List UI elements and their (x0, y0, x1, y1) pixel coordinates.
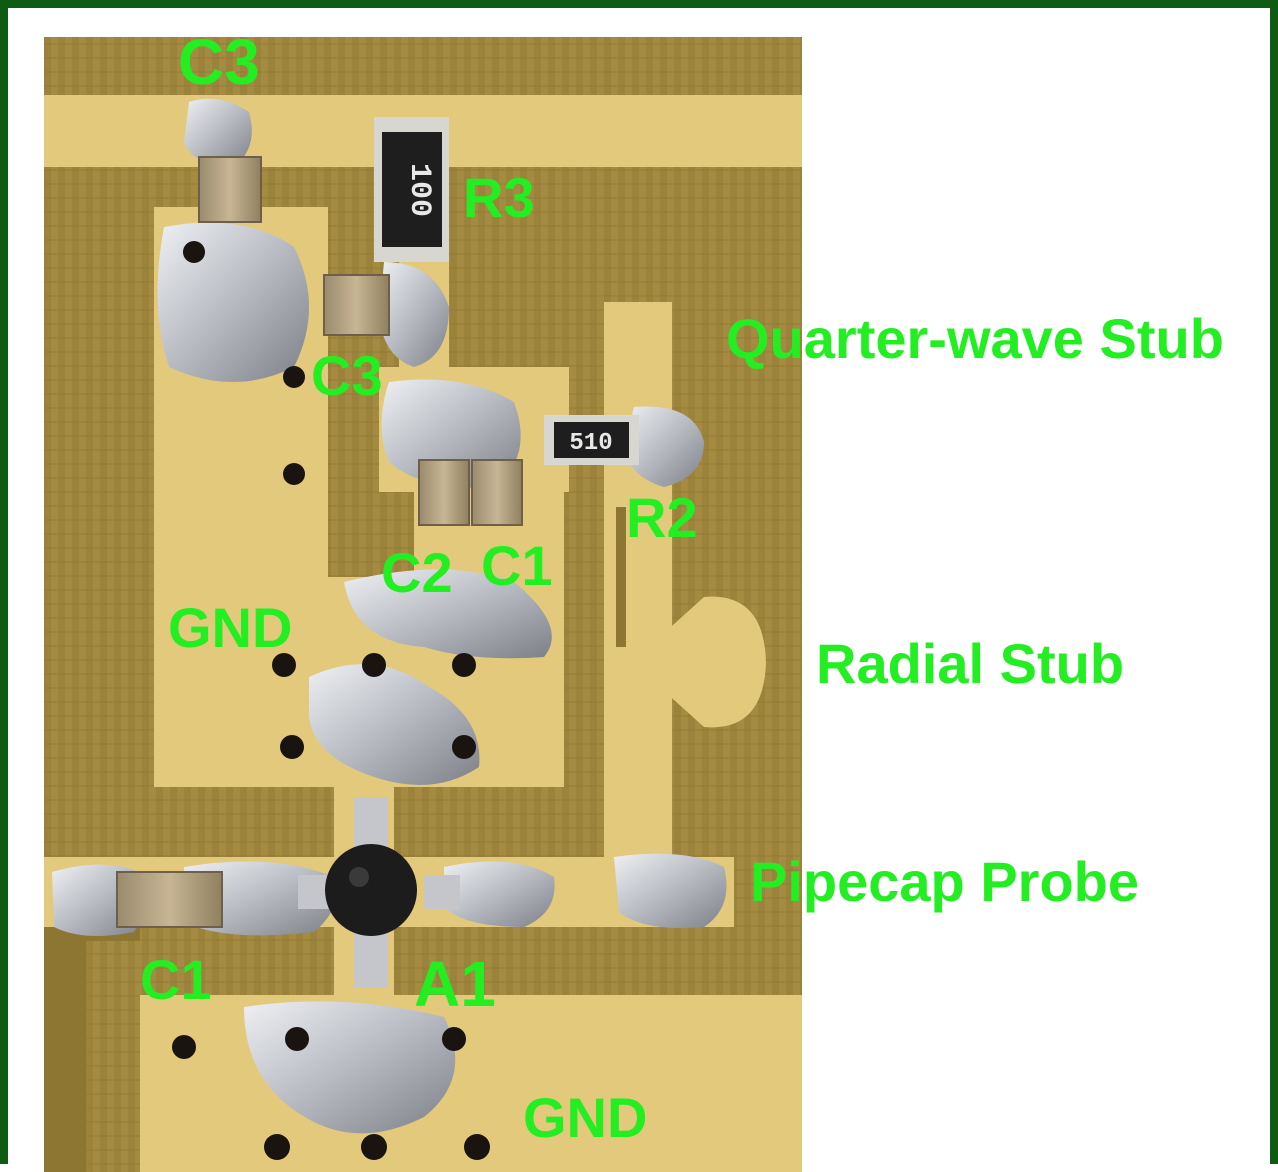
r3-marking: 100 (402, 163, 436, 217)
label-c1-low: C1 (140, 948, 212, 1011)
label-c2: C2 (381, 541, 453, 604)
components: 100 510 (116, 117, 639, 987)
label-r3: R3 (463, 166, 535, 229)
label-c1-mid: C1 (481, 534, 553, 597)
label-c3-mid: C3 (311, 344, 383, 407)
label-radial-stub: Radial Stub (816, 632, 1125, 695)
label-gnd-upper: GND (168, 596, 293, 659)
label-r2: R2 (626, 486, 698, 549)
label-pipecap-probe: Pipecap Probe (750, 850, 1140, 913)
label-quarter-wave-stub: Quarter-wave Stub (726, 307, 1224, 370)
r2-marking: 510 (569, 430, 612, 457)
via-holes (172, 241, 490, 1160)
label-gnd-lower: GND (523, 1086, 648, 1149)
label-a1: A1 (414, 948, 496, 1020)
label-c3-top: C3 (178, 26, 260, 98)
pcb-photo: 100 510 (44, 37, 802, 1172)
